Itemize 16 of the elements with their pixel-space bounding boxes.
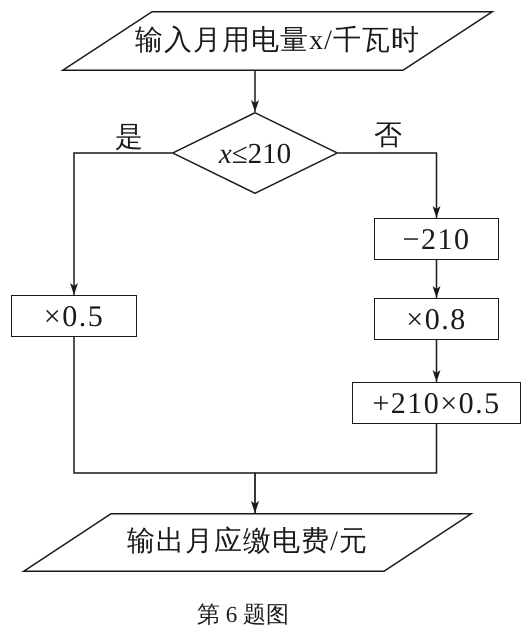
edge-label: 是 — [115, 124, 143, 152]
process-box: ×0.5 — [11, 295, 137, 337]
arrow — [251, 424, 438, 513]
arrow — [432, 260, 440, 298]
decision-diamond: x≤210 — [172, 112, 338, 194]
input-parallelogram: 输入月用电量x/千瓦时 — [62, 11, 493, 71]
arrow — [251, 71, 259, 112]
process-box: −210 — [374, 218, 499, 260]
edge-label: 否 — [374, 122, 402, 150]
process-box: ×0.8 — [374, 298, 499, 340]
process-box: +210×0.5 — [352, 382, 521, 424]
arrow — [70, 152, 172, 295]
arrow — [432, 340, 440, 382]
arrow — [338, 152, 440, 218]
output-parallelogram: 输出月应缴电费/元 — [23, 513, 472, 572]
caption: 第 6 题图 — [197, 603, 289, 626]
